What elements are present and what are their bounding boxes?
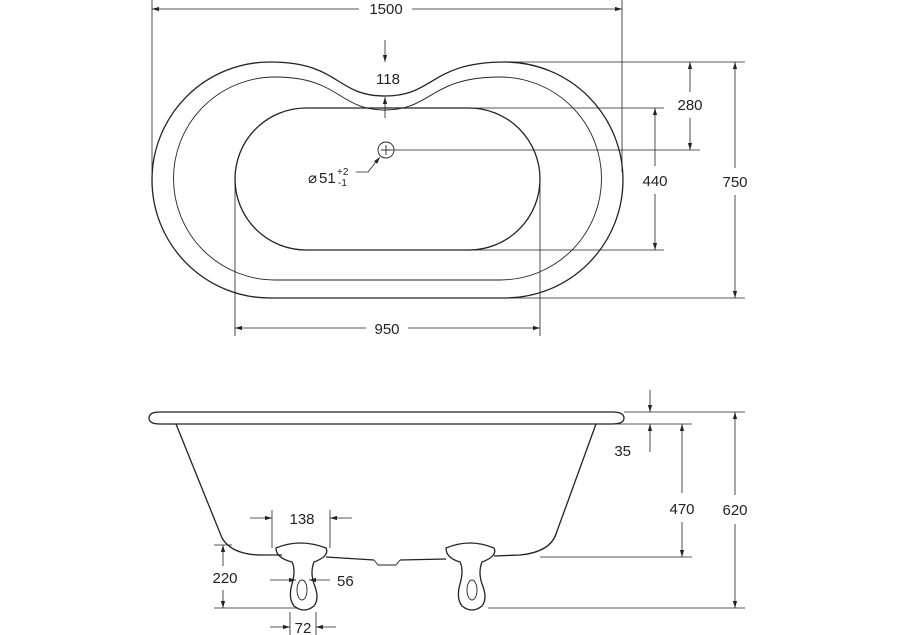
- dim-foot-width-label: 56: [337, 573, 354, 590]
- top-view: ⌀ 51 +2 -1 1500 118 750 280 440: [151, 0, 748, 338]
- dim-end-offset-label: 280: [677, 97, 702, 114]
- dim-rim-dip-label: 118: [376, 71, 400, 88]
- dim-inner-width-label: 440: [642, 173, 667, 190]
- waste-outlet: [373, 559, 401, 566]
- side-view: 620 470 35 138 220 56 72: [148, 390, 748, 635]
- tub-side-body: [175, 423, 597, 561]
- dim-foot-base-label: 72: [295, 620, 312, 635]
- dim-body-height-label: 470: [669, 501, 694, 518]
- dim-rim-thickness-label: 35: [614, 443, 631, 460]
- foot-right: [445, 542, 496, 611]
- dim-foot-height-label: 220: [212, 570, 237, 587]
- dim-length-label: 1500: [369, 1, 402, 18]
- dim-total-height-label: 620: [722, 502, 747, 519]
- dim-inner-length-label: 950: [374, 321, 399, 338]
- drain-tolerance-plus: +2: [337, 167, 349, 178]
- drain-leader: [356, 156, 381, 173]
- tub-side-rim: [148, 411, 625, 425]
- dim-width-label: 750: [722, 174, 747, 191]
- tub-outer-rim: [151, 61, 624, 299]
- tub-rim-inner-line: [173, 76, 602, 281]
- drain-diameter-value: 51: [319, 170, 336, 187]
- dim-foot-spacing-label: 138: [289, 511, 314, 528]
- drain-tolerance-minus: -1: [338, 178, 347, 189]
- tub-basin: [234, 107, 541, 251]
- foot-left: [275, 542, 328, 611]
- drain-diameter-symbol: ⌀: [308, 170, 317, 187]
